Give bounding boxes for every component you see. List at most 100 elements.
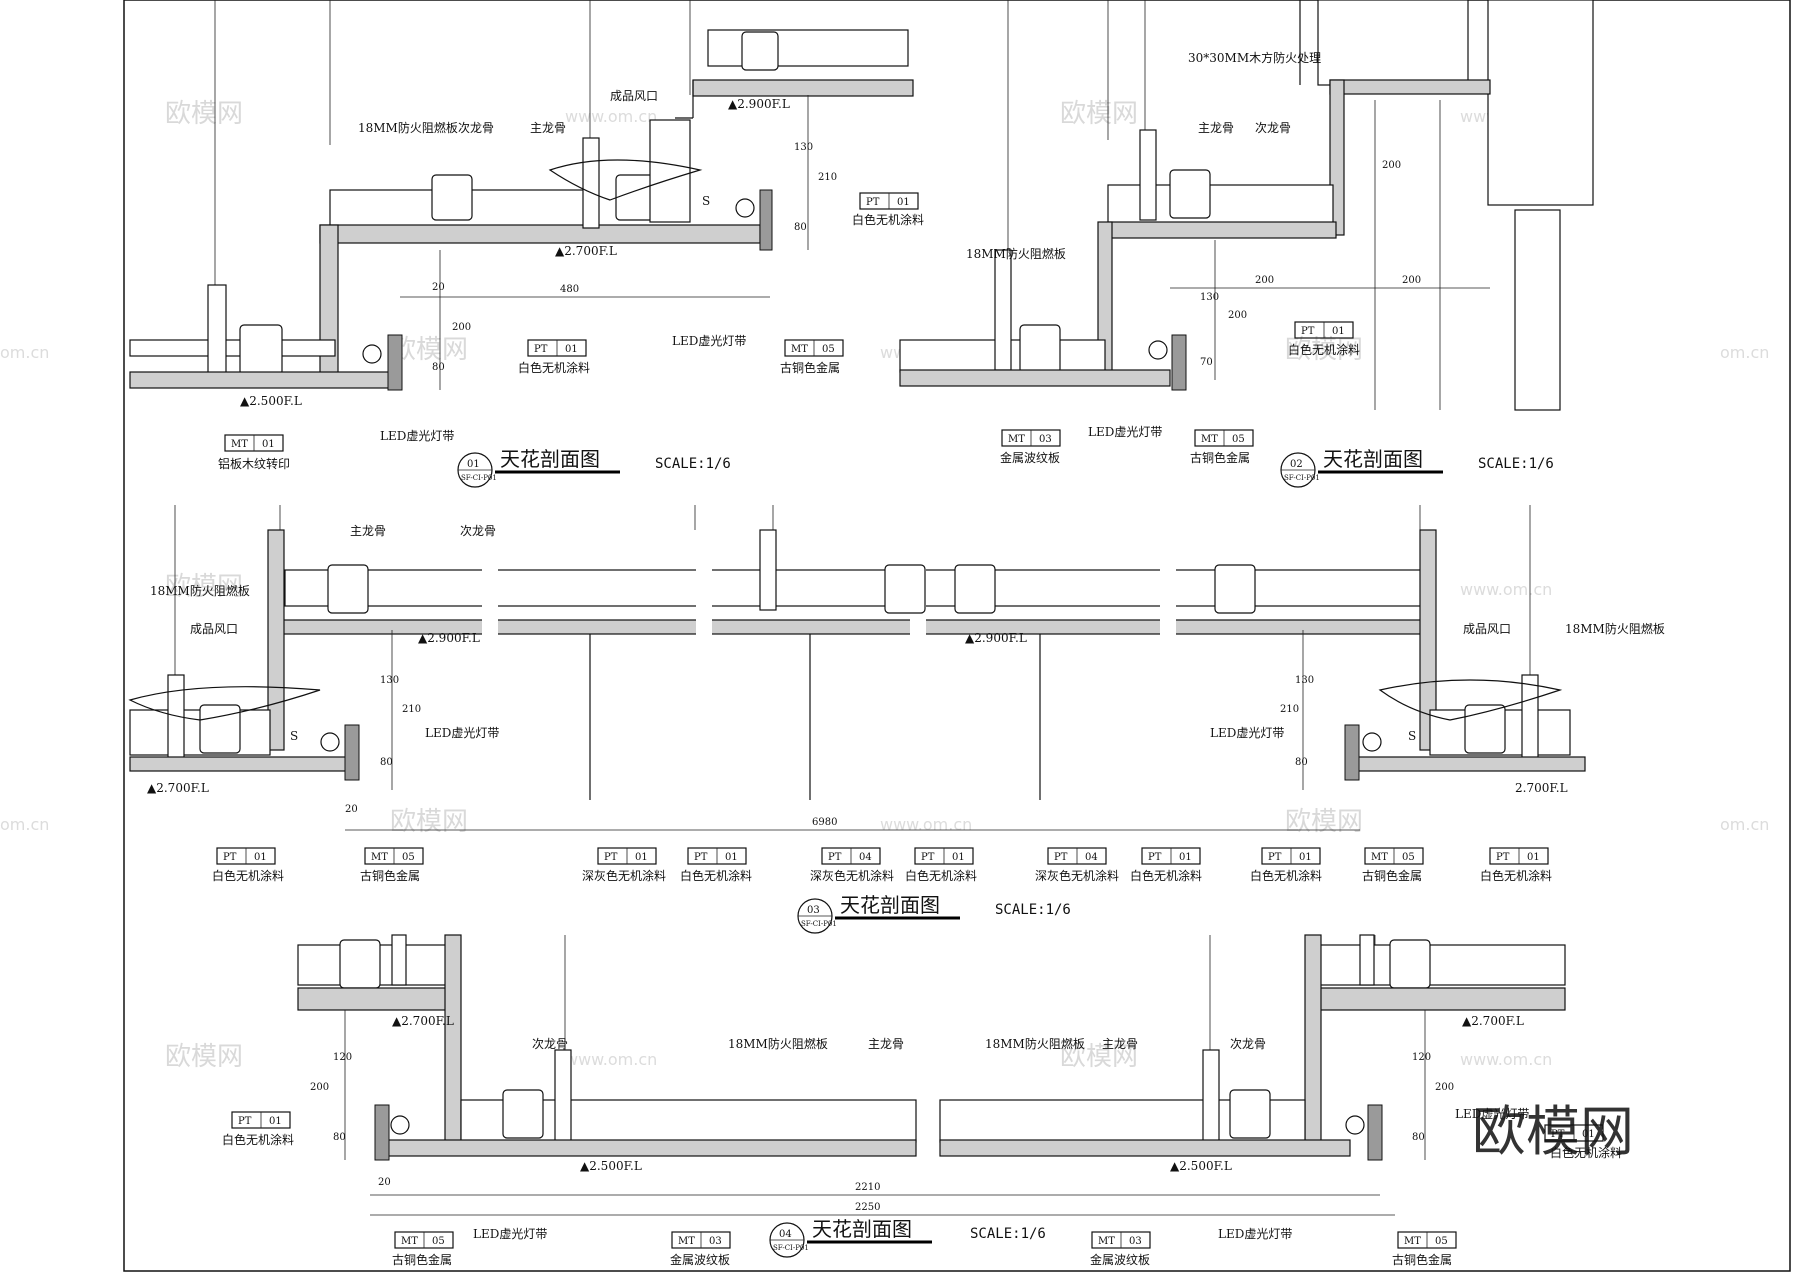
svg-text:PT: PT <box>534 344 548 355</box>
svg-text:PT: PT <box>604 852 618 863</box>
svg-text:01: 01 <box>262 439 275 450</box>
svg-text:白色无机涂料: 白色无机涂料 <box>212 868 284 883</box>
svg-text:04: 04 <box>1085 852 1098 863</box>
svg-text:01: 01 <box>952 852 965 863</box>
svg-text:深灰色无机涂料: 深灰色无机涂料 <box>582 868 666 883</box>
material-label: LED虚光灯带 <box>672 334 746 348</box>
watermark-url: om.cn <box>0 815 49 834</box>
watermark-url: om.cn <box>1720 343 1769 362</box>
svg-text:古铜色金属: 古铜色金属 <box>1362 868 1422 883</box>
watermark-text: 欧模网 <box>390 807 468 837</box>
svg-text:01: 01 <box>1299 852 1312 863</box>
dim-label: 2210 <box>855 1182 880 1193</box>
dim-label: 80 <box>1295 757 1308 768</box>
svg-text:01: 01 <box>1582 1129 1595 1140</box>
svg-text:白色无机涂料: 白色无机涂料 <box>680 868 752 883</box>
svg-text:04: 04 <box>779 1229 792 1240</box>
svg-text:金属波纹板: 金属波纹板 <box>670 1252 730 1267</box>
svg-text:SF-CI-P01: SF-CI-P01 <box>801 920 837 928</box>
svg-text:MT: MT <box>1404 1236 1421 1247</box>
section-title-01: 01 SF-CI-P01 天花剖面图 SCALE:1/6 <box>457 447 731 488</box>
section-04: 120 200 80 20 2210 2250 120 200 80 ▲2.70… <box>222 934 1622 1267</box>
dim-label: 210 <box>818 172 837 183</box>
svg-text:MT: MT <box>791 344 808 355</box>
watermark-text: 欧模网 <box>1060 99 1138 129</box>
dim-label: 200 <box>1382 160 1401 171</box>
svg-text:MT: MT <box>678 1236 695 1247</box>
dim-label: 200 <box>1255 275 1274 286</box>
svg-text:白色无机涂料: 白色无机涂料 <box>852 212 924 227</box>
svg-text:01: 01 <box>1179 852 1192 863</box>
dim-label: 20 <box>345 804 358 815</box>
level-mark: ▲2.700F.L <box>392 1014 454 1028</box>
watermark-url: www.om.cn <box>1460 1050 1552 1069</box>
section-02: 200 200 130 200 70 200 30*30MM木方防火处理 主龙骨… <box>899 0 1594 488</box>
dim-label: 20 <box>432 282 445 293</box>
svg-text:MT: MT <box>231 439 248 450</box>
dim-label: 80 <box>380 757 393 768</box>
svg-text:白色无机涂料: 白色无机涂料 <box>518 360 590 375</box>
svg-text:02: 02 <box>1290 459 1303 470</box>
level-mark: ▲2.500F.L <box>1170 1159 1232 1173</box>
section-01: S 480 130 210 80 20 200 80 18MM防火阻燃板 次龙骨… <box>129 0 924 488</box>
dim-label: 80 <box>1412 1132 1425 1143</box>
level-mark: ▲2.700F.L <box>555 244 617 258</box>
material-label: 主龙骨 <box>868 1037 904 1051</box>
svg-text:04: 04 <box>859 852 872 863</box>
svg-text:PT: PT <box>921 852 935 863</box>
level-mark: ▲2.900F.L <box>418 631 480 645</box>
dim-label: 130 <box>380 675 399 686</box>
watermark-url: www.om.cn <box>880 815 972 834</box>
svg-text:03: 03 <box>807 905 820 916</box>
svg-text:01: 01 <box>565 344 578 355</box>
svg-text:PT: PT <box>1496 852 1510 863</box>
watermark-text: 欧模网 <box>165 1042 243 1072</box>
svg-text:05: 05 <box>1232 434 1245 445</box>
svg-text:PT: PT <box>1301 326 1315 337</box>
svg-text:01: 01 <box>254 852 267 863</box>
watermark-url: www.om.cn <box>565 1050 657 1069</box>
material-label: 18MM防火阻燃板 <box>1565 621 1665 636</box>
svg-text:MT: MT <box>1098 1236 1115 1247</box>
material-label: 主龙骨 <box>1102 1037 1138 1051</box>
dim-label: 200 <box>310 1082 329 1093</box>
svg-text:天花剖面图: 天花剖面图 <box>1323 447 1423 471</box>
material-label: LED虚光灯带 <box>1218 1227 1292 1241</box>
svg-text:白色无机涂料: 白色无机涂料 <box>1550 1145 1622 1160</box>
dim-label: 200 <box>1435 1082 1454 1093</box>
svg-text:S: S <box>702 194 710 208</box>
svg-text:深灰色无机涂料: 深灰色无机涂料 <box>1035 868 1119 883</box>
drawing-border <box>123 0 1791 1272</box>
svg-text:PT: PT <box>223 852 237 863</box>
level-mark: ▲2.900F.L <box>728 97 790 111</box>
svg-text:03: 03 <box>709 1236 722 1247</box>
material-label: LED虚光灯带 <box>1088 425 1162 439</box>
svg-text:金属波纹板: 金属波纹板 <box>1000 450 1060 465</box>
svg-text:PT: PT <box>1268 852 1282 863</box>
svg-text:PT: PT <box>1551 1129 1565 1140</box>
material-label: 18MM防火阻燃板 <box>728 1036 828 1051</box>
material-label: 18MM防火阻燃板 <box>985 1036 1085 1051</box>
dim-label: 210 <box>402 704 421 715</box>
level-mark: ▲2.500F.L <box>580 1159 642 1173</box>
svg-text:古铜色金属: 古铜色金属 <box>392 1252 452 1267</box>
material-label: 18MM防火阻燃板 <box>966 246 1066 261</box>
dim-label: 480 <box>560 284 579 295</box>
svg-text:01: 01 <box>897 197 910 208</box>
dim-label: 200 <box>452 322 471 333</box>
svg-text:PT: PT <box>238 1116 252 1127</box>
svg-text:金属波纹板: 金属波纹板 <box>1090 1252 1150 1267</box>
